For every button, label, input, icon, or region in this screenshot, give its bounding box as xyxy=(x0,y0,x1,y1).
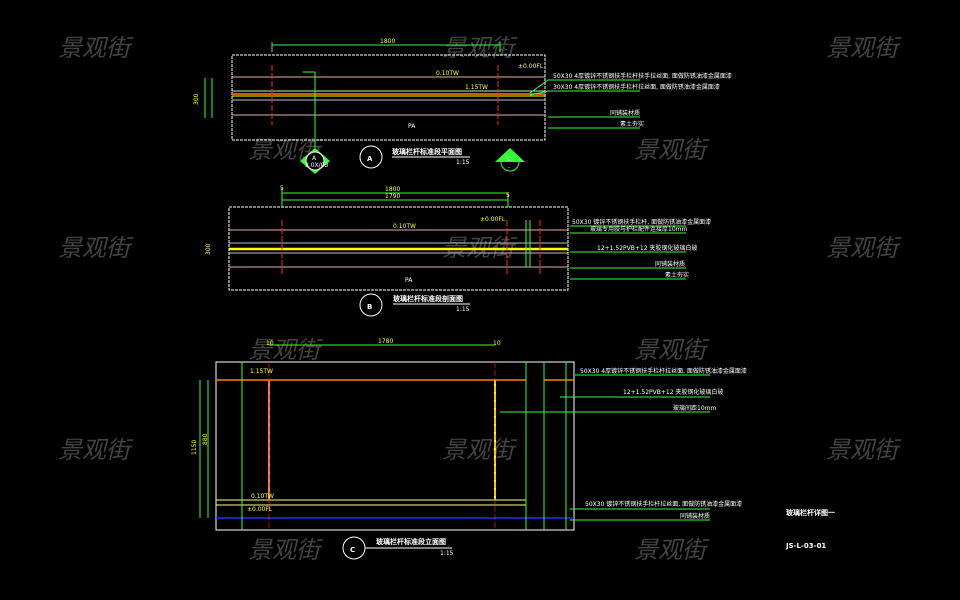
dim-end: 5 xyxy=(280,185,284,192)
detail-marker-label: B xyxy=(367,303,372,311)
scale-label: 1:15 xyxy=(440,550,454,557)
dim-end: 5 xyxy=(506,192,510,199)
scale-label: 1:15 xyxy=(456,159,470,166)
watermark: 景观街 xyxy=(442,436,518,464)
watermark: 景观街 xyxy=(442,34,518,62)
panel-a-plan: 1800 0.10TW 1.15TW ±0.00FL PA 300 50X30 … xyxy=(193,38,732,174)
dim-total: 1780 xyxy=(378,338,393,345)
dim-end: 10 xyxy=(493,340,501,347)
watermark: 景观街 xyxy=(248,536,324,564)
callout: 50X30 4厚镀锌不锈钢扶手栏杆扶手拉丝面, 面做防锈油漆金属面漆 xyxy=(553,72,732,80)
watermark: 景观街 xyxy=(826,34,902,62)
elev-label: ±0.00FL xyxy=(247,506,273,513)
dim-inner: 1790 xyxy=(385,193,400,200)
elev-label: 1.15TW xyxy=(250,368,273,375)
sheet-number: JS-L-03-01 xyxy=(785,542,826,550)
dim-left: 1150 xyxy=(191,440,198,455)
elev-label: 0.10TW xyxy=(436,70,459,77)
callout: 玻璃专用胶与护栏配件连接厚10mm xyxy=(590,225,687,233)
detail-marker xyxy=(359,293,383,317)
section-ref: C xyxy=(507,156,511,163)
watermark: 景观街 xyxy=(634,136,710,164)
paving-label: PA xyxy=(405,277,413,284)
panel-title: 玻璃栏杆标准段剖面图 xyxy=(393,294,463,303)
callout: 同铺装材质 xyxy=(610,109,640,117)
callout: 玻璃间距10mm xyxy=(673,404,716,412)
dim-left: 300 xyxy=(205,243,212,255)
callout: 素土夯实 xyxy=(620,120,644,128)
paving-label: PA xyxy=(408,123,416,130)
elev-label: 1.15TW xyxy=(465,84,488,91)
detail-marker-label: A xyxy=(367,155,373,163)
scale-label: 1:15 xyxy=(456,306,470,313)
detail-marker xyxy=(359,145,383,169)
sheet-title: 玻璃栏杆详图一 xyxy=(786,508,835,517)
elev-label: ±0.00FL xyxy=(518,63,544,70)
watermark: 景观街 xyxy=(248,336,324,364)
watermarks: 景观街 景观街 景观街 景观街 景观街 景观街 景观街 景观街 景观街 景观街 … xyxy=(58,34,902,564)
callout: 50X30 镀锌不锈钢扶手栏杆, 面做防锈油漆金属面漆 xyxy=(572,218,711,226)
dim-left: 880 xyxy=(202,433,209,445)
watermark: 景观街 xyxy=(826,234,902,262)
elev-label: 0.10TW xyxy=(393,223,416,230)
section-marker-c xyxy=(495,148,525,162)
elev-label: 0.10TW xyxy=(251,493,274,500)
section-ref: A xyxy=(312,155,317,162)
panel-b-section: 1800 1790 5 5 0.10TW ±0.00FL PA 300 50X3… xyxy=(205,185,711,317)
callout: 素土夯实 xyxy=(665,271,689,279)
callout: 12+1.52PVB+12 夹胶钢化玻璃白玻 xyxy=(623,388,723,396)
watermark: 景观街 xyxy=(58,234,134,262)
watermark: 景观街 xyxy=(634,336,710,364)
elev-label: ±0.00FL xyxy=(480,216,506,223)
section-ref-sheet: 3.0X/03 xyxy=(305,162,328,169)
callout: 同铺装材质 xyxy=(655,260,685,268)
sheet-title-block: 玻璃栏杆详图一 JS-L-03-01 xyxy=(785,508,835,550)
watermark: 景观街 xyxy=(58,34,134,62)
dim-total: 1800 xyxy=(380,38,395,45)
callout: 12+1.52PVB+12 夹胶钢化玻璃白玻 xyxy=(597,244,697,252)
section-ref-sheet: - xyxy=(508,164,510,171)
panel-title: 玻璃栏杆标准段立面图 xyxy=(376,537,446,546)
callout: 30X30 4厚镀锌不锈钢扶手栏杆拉丝面, 面做防锈油漆金属面漆 xyxy=(553,83,720,91)
detail-marker-label: C xyxy=(350,546,355,554)
callout: 50X30 4厚镀锌不锈钢扶手栏杆拉丝面, 面做防锈油漆金属面漆 xyxy=(580,367,747,375)
watermark: 景观街 xyxy=(634,536,710,564)
panel-c-elevation: 1780 10 10 1150 880 1.15TW 0.10TW ±0.00F… xyxy=(191,338,747,560)
callout: 50X30 镀锌不锈钢扶手栏杆拉丝面, 面做防锈油漆金属面漆 xyxy=(585,500,742,508)
panel-title: 玻璃栏杆标准段平面图 xyxy=(392,147,462,156)
callout: 同铺装材质 xyxy=(680,512,710,520)
dim-total: 1800 xyxy=(385,186,400,193)
dim-end: 10 xyxy=(266,340,274,347)
dim-left: 300 xyxy=(193,93,200,105)
watermark: 景观街 xyxy=(826,436,902,464)
watermark: 景观街 xyxy=(58,436,134,464)
